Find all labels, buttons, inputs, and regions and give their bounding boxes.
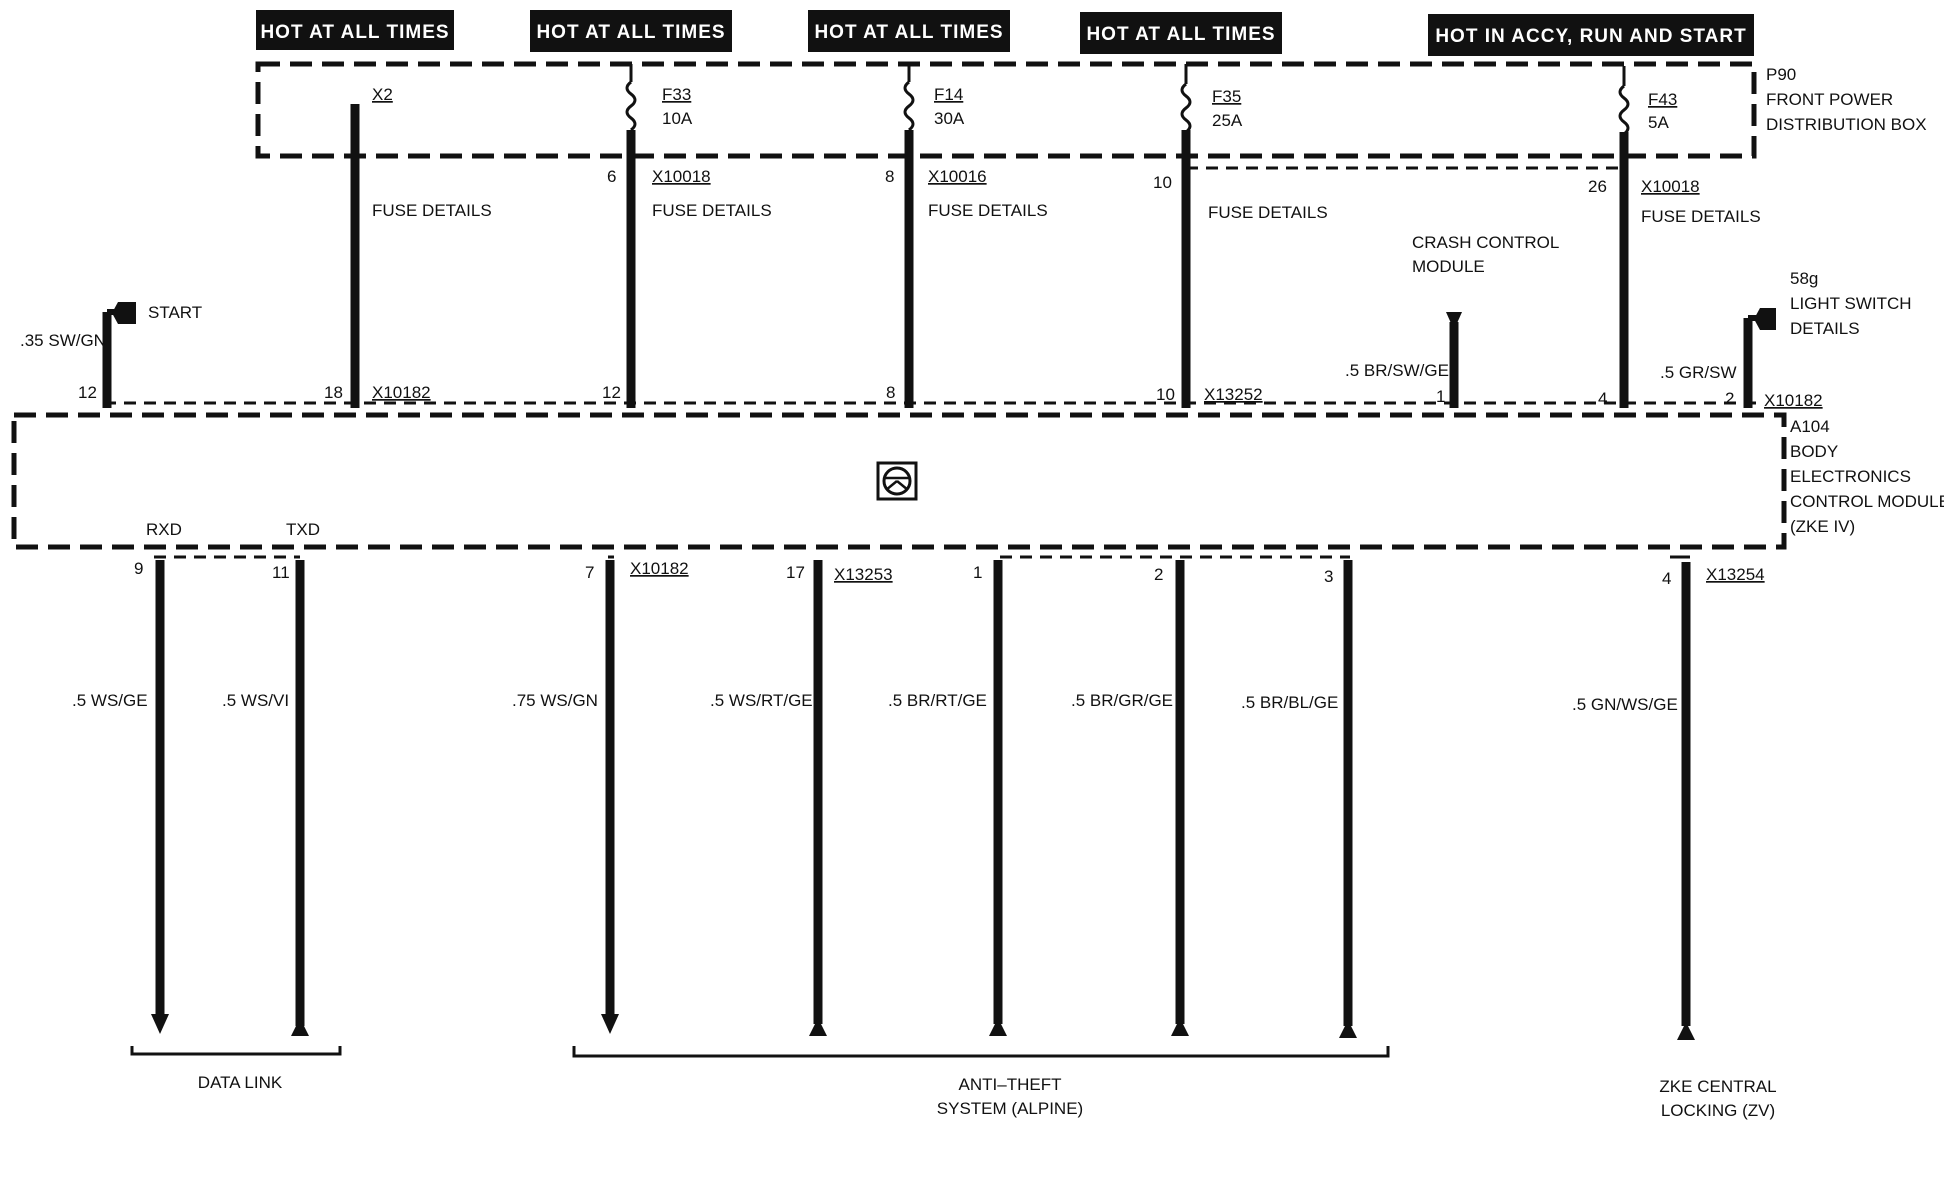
upper-pin-1: 6 xyxy=(607,167,616,186)
fuse-details-5: FUSE DETAILS xyxy=(1641,207,1761,226)
wire-label-4: .5 WS/RT/GE xyxy=(710,691,813,710)
wire-label-5: .5 BR/RT/GE xyxy=(888,691,987,710)
top-conn-1: X10182 xyxy=(372,383,431,402)
fuse-f43-rating: 5A xyxy=(1648,113,1669,132)
top-conn-3: X10182 xyxy=(1764,391,1823,410)
top-pin-7: 4 xyxy=(1598,389,1607,408)
zke-line1: ZKE CENTRAL xyxy=(1659,1077,1776,1096)
crash-line2: MODULE xyxy=(1412,257,1485,276)
fuse-details-1: FUSE DETAILS xyxy=(372,201,492,220)
data-link-bracket xyxy=(130,1046,342,1056)
fuse-symbols xyxy=(625,64,1630,136)
start-wire-label: .35 SW/GN xyxy=(20,331,106,350)
hot-label-2: HOT AT ALL TIMES xyxy=(536,22,725,43)
anti-theft-line2: SYSTEM (ALPINE) xyxy=(937,1099,1083,1118)
bottom-pin-5: 1 xyxy=(973,563,982,582)
start-flag-icon xyxy=(102,302,136,408)
p90-id: P90 xyxy=(1766,65,1796,84)
hot-tags: HOT AT ALL TIMES HOT AT ALL TIMES HOT AT… xyxy=(256,10,1754,56)
top-pin-1: 12 xyxy=(78,383,97,402)
a104-line2: ELECTRONICS xyxy=(1790,467,1911,486)
bottom-pin-3: 7 xyxy=(585,563,594,582)
bottom-conn-2: X13253 xyxy=(834,565,893,584)
wire-label-1: .5 WS/GE xyxy=(72,691,148,710)
p90-line1: FRONT POWER xyxy=(1766,90,1893,109)
fuse-f33-rating: 10A xyxy=(662,109,693,128)
hot-label-4: HOT AT ALL TIMES xyxy=(1086,24,1275,45)
wire-label-6: .5 BR/GR/GE xyxy=(1071,691,1173,710)
start-label: START xyxy=(148,303,202,322)
bottom-pin-8: 4 xyxy=(1662,569,1671,588)
hot-label-5: HOT IN ACCY, RUN AND START xyxy=(1435,26,1746,47)
fuse-f35: F35 xyxy=(1212,87,1241,106)
bottom-pin-7: 3 xyxy=(1324,567,1333,586)
fuse-f33: F33 xyxy=(662,85,691,104)
fuse-details-3: FUSE DETAILS xyxy=(928,201,1048,220)
fuse-f43: F43 xyxy=(1648,90,1677,109)
hot-label-3: HOT AT ALL TIMES xyxy=(814,22,1003,43)
upper-wires xyxy=(350,104,1629,408)
fuse-details-2: FUSE DETAILS xyxy=(652,201,772,220)
anti-theft-line1: ANTI–THEFT xyxy=(959,1075,1062,1094)
wire-arrowheads xyxy=(151,1014,1695,1040)
fuse-x2: X2 xyxy=(372,85,393,104)
lower-wires xyxy=(155,560,1691,1026)
rxd-label: RXD xyxy=(146,520,182,539)
p90-line2: DISTRIBUTION BOX xyxy=(1766,115,1927,134)
top-pin-5: 10 xyxy=(1156,385,1175,404)
bottom-pin-1: 9 xyxy=(134,559,143,578)
fuse-f14-rating: 30A xyxy=(934,109,965,128)
bottom-conn-1: X10182 xyxy=(630,559,689,578)
wire-label-2: .5 WS/VI xyxy=(222,691,289,710)
bottom-pin-6: 2 xyxy=(1154,565,1163,584)
wire-label-3: .75 WS/GN xyxy=(512,691,598,710)
light-line1: LIGHT SWITCH xyxy=(1790,294,1912,313)
zke-line2: LOCKING (ZV) xyxy=(1661,1101,1775,1120)
fuse-f35-rating: 25A xyxy=(1212,111,1243,130)
module-symbol-icon xyxy=(876,461,918,501)
a104-line3: CONTROL MODULE xyxy=(1790,492,1944,511)
crash-wire-label: .5 BR/SW/GE xyxy=(1345,361,1449,380)
light-wire-label: .5 GR/SW xyxy=(1660,363,1737,382)
bottom-pin-4: 17 xyxy=(786,563,805,582)
upper-pin-4: 26 xyxy=(1588,177,1607,196)
a104-id: A104 xyxy=(1790,417,1830,436)
upper-conn-1: X10018 xyxy=(652,167,711,186)
fuse-f14: F14 xyxy=(934,85,963,104)
top-conn-2: X13252 xyxy=(1204,385,1263,404)
light-switch-flag-icon xyxy=(1743,308,1776,408)
bottom-pin-2: 11 xyxy=(272,563,290,582)
hot-label-1: HOT AT ALL TIMES xyxy=(260,22,449,43)
light-line2: DETAILS xyxy=(1790,319,1860,338)
crash-line1: CRASH CONTROL xyxy=(1412,233,1559,252)
top-pin-3: 12 xyxy=(602,383,621,402)
top-pin-4: 8 xyxy=(886,383,895,402)
light-id: 58g xyxy=(1790,269,1818,288)
bottom-conn-3: X13254 xyxy=(1706,565,1765,584)
anti-theft-bracket xyxy=(572,1046,1390,1058)
wire-label-7: .5 BR/BL/GE xyxy=(1241,693,1338,712)
p90-power-distribution-box xyxy=(255,61,1757,159)
a104-line4: (ZKE IV) xyxy=(1790,517,1855,536)
wire-label-8: .5 GN/WS/GE xyxy=(1572,695,1678,714)
top-pin-2: 18 xyxy=(324,383,343,402)
data-link-label: DATA LINK xyxy=(198,1073,283,1092)
upper-pin-3: 10 xyxy=(1153,173,1172,192)
upper-pin-2: 8 xyxy=(885,167,894,186)
txd-label: TXD xyxy=(286,520,320,539)
crash-wire xyxy=(1446,312,1462,408)
fuse-details-4: FUSE DETAILS xyxy=(1208,203,1328,222)
upper-conn-4: X10018 xyxy=(1641,177,1700,196)
a104-line1: BODY xyxy=(1790,442,1838,461)
a104-module-box xyxy=(11,412,1787,550)
upper-conn-2: X10016 xyxy=(928,167,987,186)
top-pin-6: 1 xyxy=(1436,387,1445,406)
top-pin-8: 2 xyxy=(1725,389,1734,408)
